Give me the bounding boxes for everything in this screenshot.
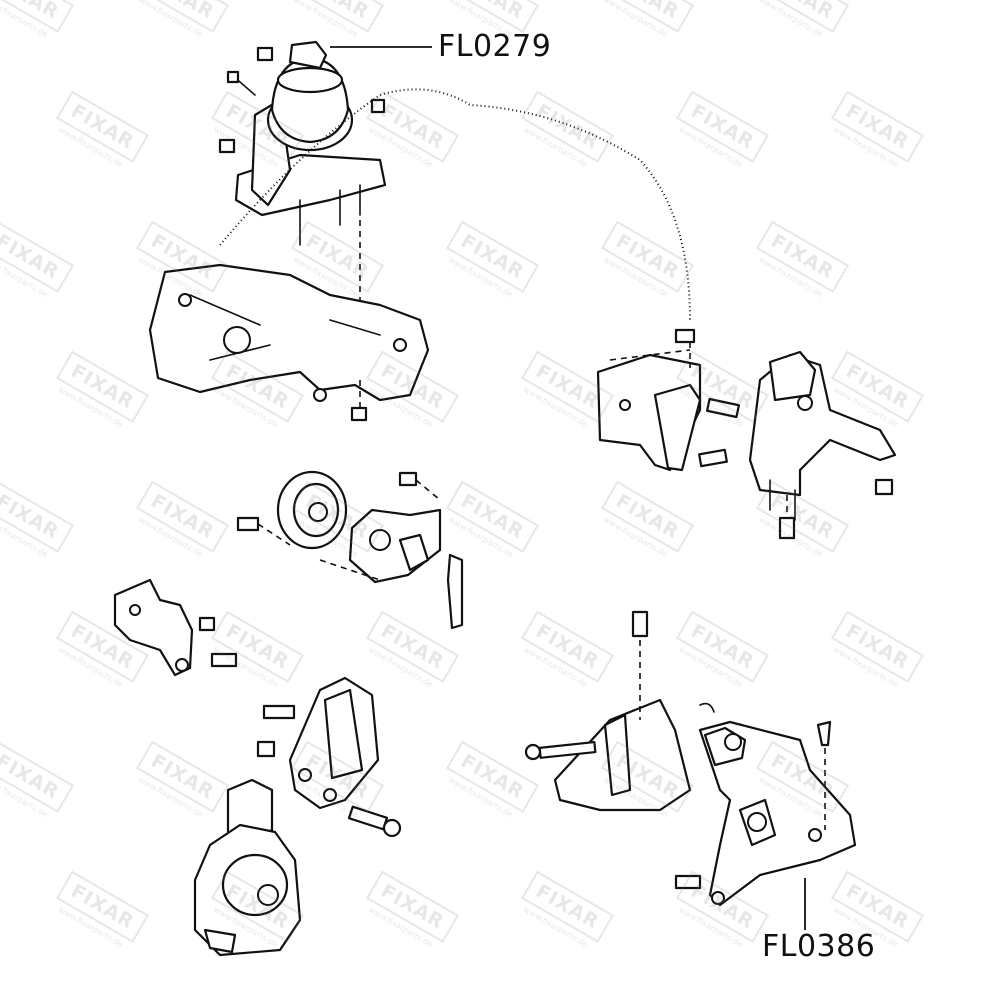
- right-engine-mount: [698, 350, 897, 540]
- small-support-bracket: [113, 578, 238, 677]
- front-insulator: [193, 778, 302, 957]
- harness-line: [219, 88, 691, 321]
- part-label-fl0386: FL0386: [762, 929, 876, 964]
- transmission-side-bracket: [596, 328, 702, 472]
- engine-side-bracket: [148, 263, 430, 422]
- transmission-mount-fl0386: [524, 610, 857, 907]
- part-label-fl0279: FL0279: [438, 29, 552, 64]
- engine-mount-fl0279: [218, 40, 387, 246]
- torque-mount-assembly: [236, 470, 464, 630]
- rear-mount-bracket: [256, 676, 402, 838]
